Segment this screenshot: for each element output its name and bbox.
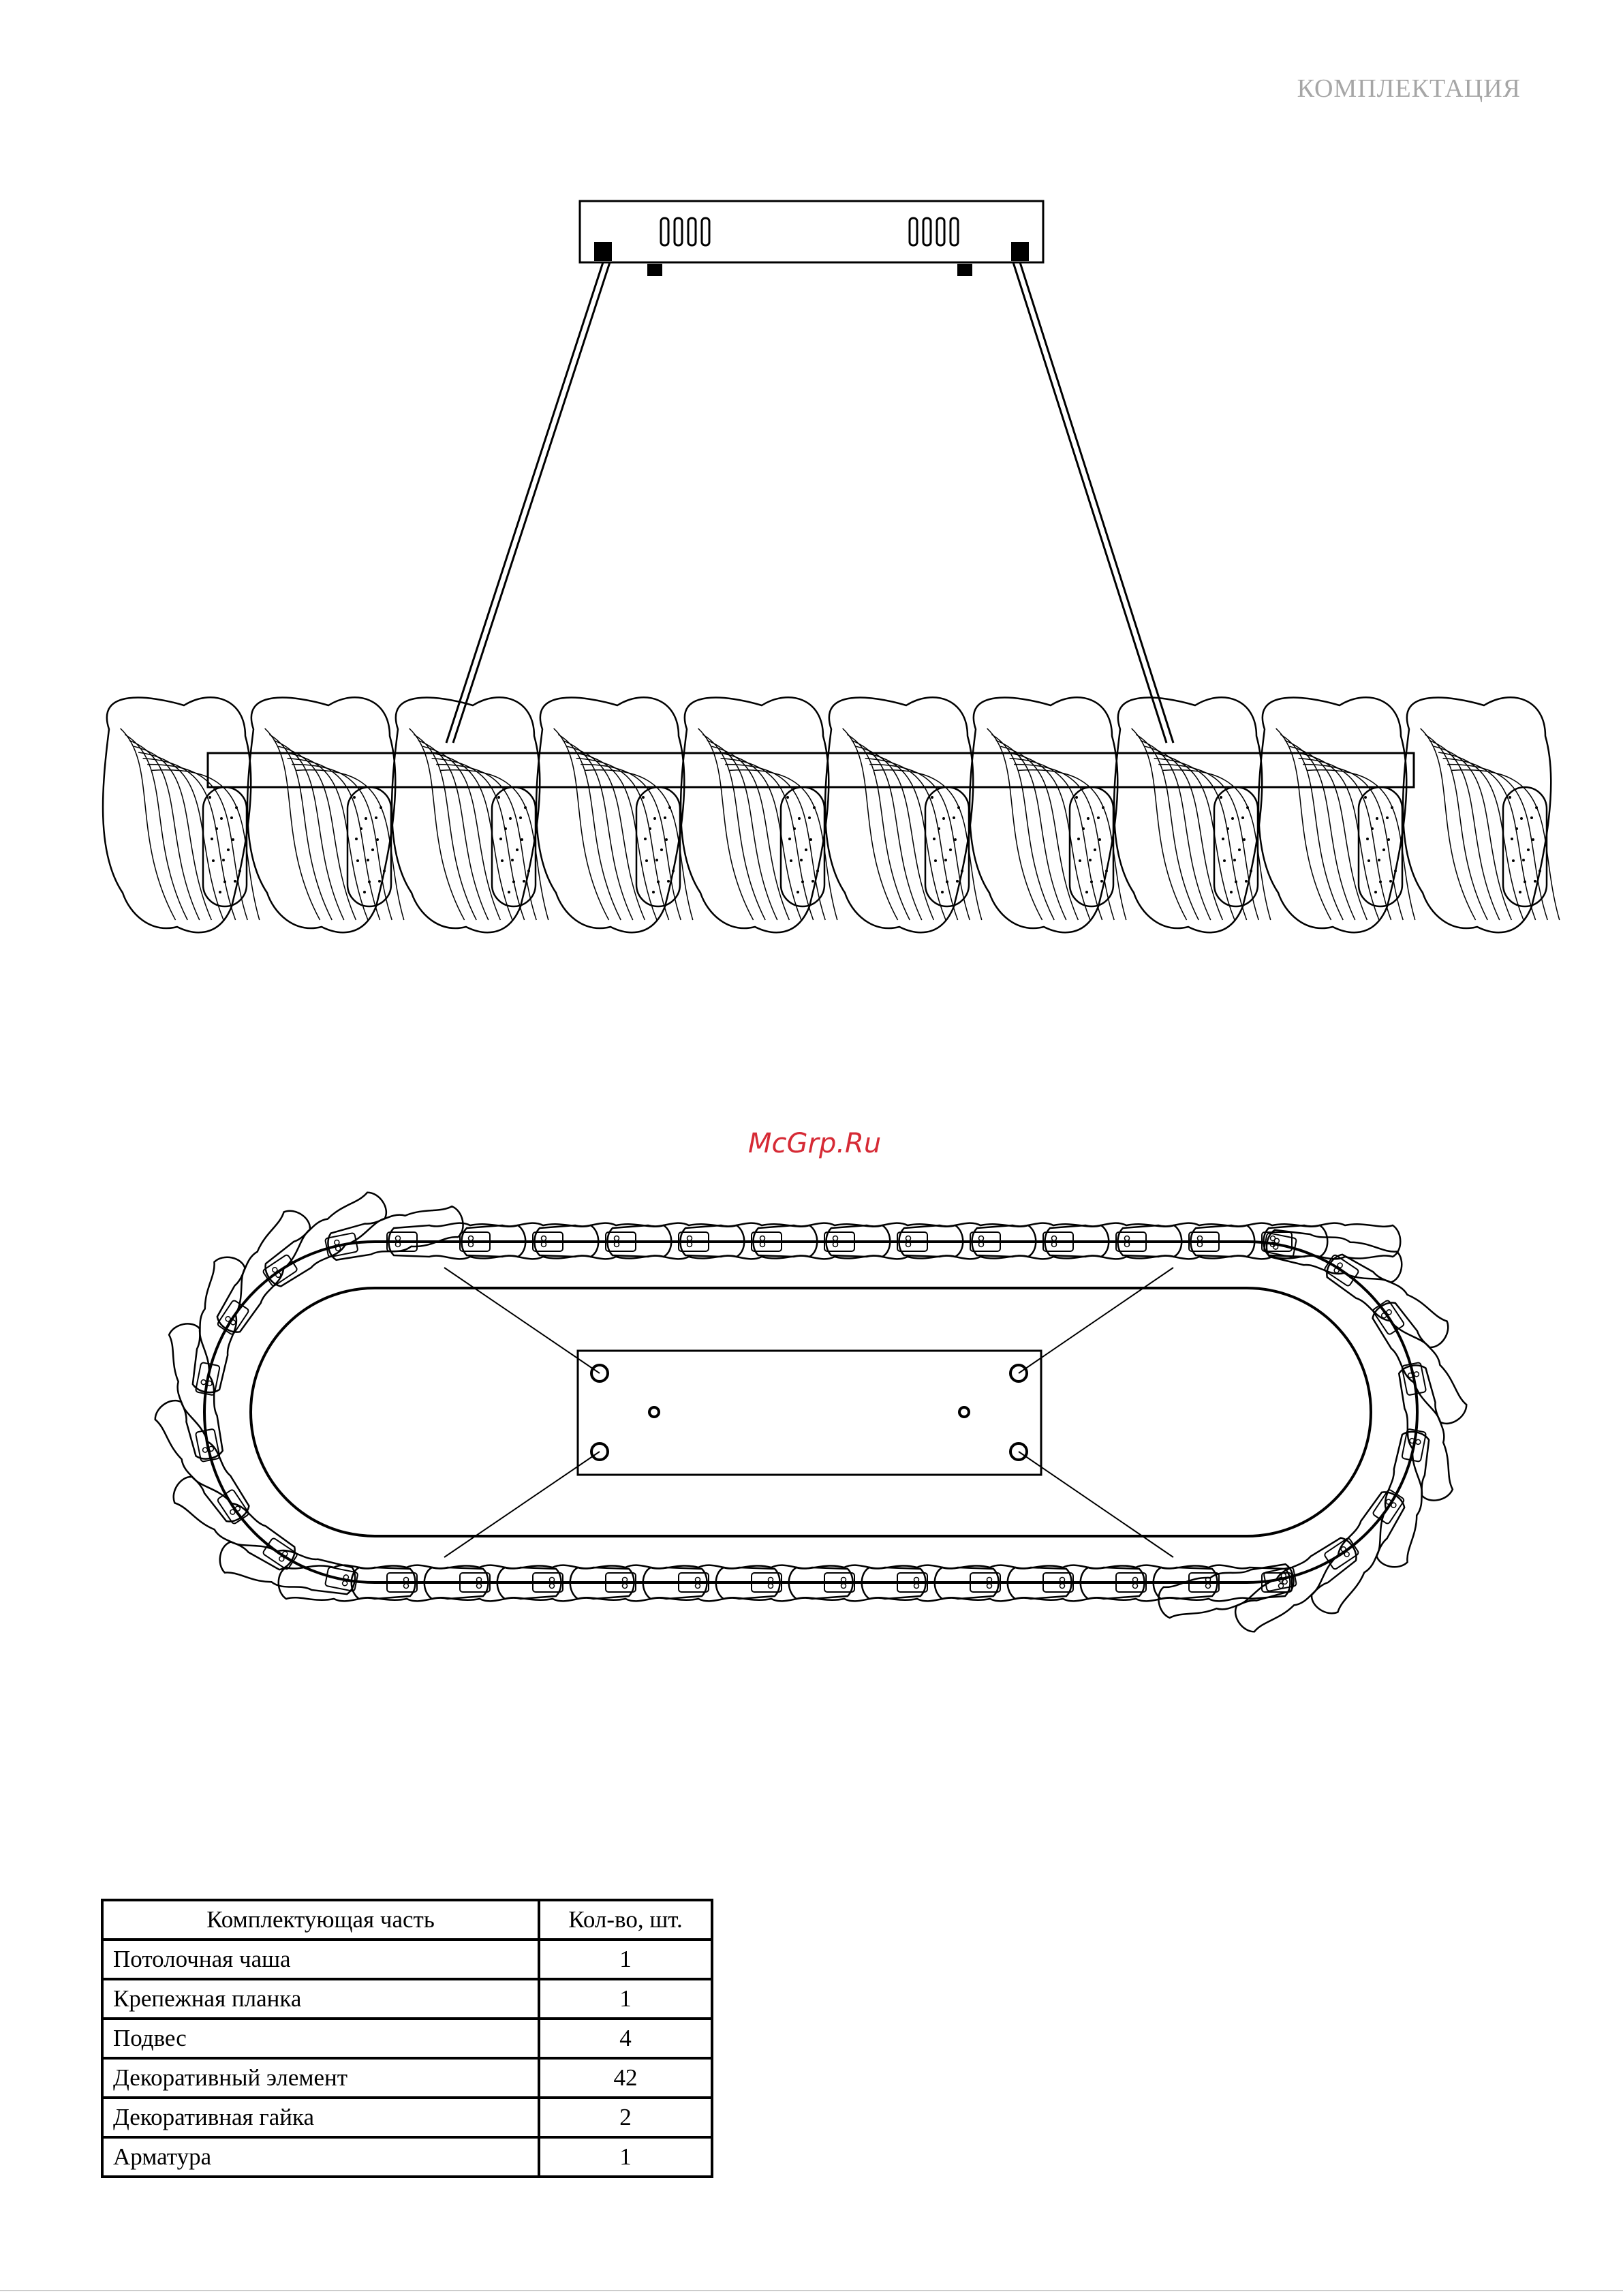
decorative-element <box>970 697 1126 932</box>
column-header-part: Комплектующая часть <box>102 1900 539 1940</box>
suspension-cable-right <box>1020 262 1173 743</box>
inner-ring <box>251 1288 1371 1536</box>
decorative-elements-row <box>103 697 1560 932</box>
chandelier-side-view <box>0 170 1623 1009</box>
decorative-element <box>536 697 693 932</box>
decorative-element <box>1262 1223 1400 1259</box>
part-qty: 42 <box>539 2058 712 2098</box>
decorative-element <box>167 1471 302 1578</box>
outer-ring <box>204 1242 1417 1582</box>
decorative-element <box>1114 697 1271 932</box>
decorative-element <box>103 697 260 932</box>
decorative-element <box>247 697 404 932</box>
canopy-fasteners <box>594 242 1029 276</box>
table-row: Потолочная чаша 1 <box>102 1940 712 1979</box>
part-qty: 1 <box>539 1979 712 2019</box>
decorative-element <box>681 697 837 932</box>
decorative-elements-plan <box>149 1187 1473 1638</box>
decorative-element <box>1366 1295 1473 1430</box>
part-name: Подвес <box>102 2019 539 2058</box>
decorative-element <box>1258 697 1415 932</box>
part-qty: 1 <box>539 2137 712 2177</box>
part-name: Крепежная планка <box>102 1979 539 2019</box>
frame-bar <box>208 753 1414 787</box>
table-row: Декоративная гайка 2 <box>102 2098 712 2137</box>
parts-table: Комплектующая часть Кол-во, шт. Потолочн… <box>101 1899 713 2178</box>
part-qty: 2 <box>539 2098 712 2137</box>
decorative-element <box>1305 1485 1412 1620</box>
part-qty: 1 <box>539 1940 712 1979</box>
table-row: Арматура 1 <box>102 2137 712 2177</box>
column-header-qty: Кол-во, шт. <box>539 1900 712 1940</box>
table-row: Декоративный элемент 42 <box>102 2058 712 2098</box>
page-bottom-rule <box>0 2290 1623 2291</box>
table-header-row: Комплектующая часть Кол-во, шт. <box>102 1900 712 1940</box>
chandelier-top-view <box>0 1104 1623 1704</box>
part-name: Декоративная гайка <box>102 2098 539 2137</box>
decorative-element <box>1229 1531 1364 1638</box>
table-row: Подвес 4 <box>102 2019 712 2058</box>
decorative-element <box>149 1394 256 1529</box>
decorative-element <box>1320 1246 1455 1353</box>
watermark-text: McGrp.Ru <box>748 1128 881 1159</box>
mounting-plate <box>578 1351 1041 1475</box>
part-name: Декоративный элемент <box>102 2058 539 2098</box>
decorative-element <box>209 1204 316 1339</box>
part-name: Арматура <box>102 2137 539 2177</box>
page-title: КОМПЛЕКТАЦИЯ <box>1297 74 1521 104</box>
table-row: Крепежная планка 1 <box>102 1979 712 2019</box>
decorative-element <box>825 697 982 932</box>
canopy-slots <box>661 218 958 245</box>
decorative-element <box>392 697 548 932</box>
decorative-element <box>258 1187 392 1294</box>
ceiling-canopy <box>580 201 1043 262</box>
part-qty: 4 <box>539 2019 712 2058</box>
suspension-cable-left <box>446 262 603 743</box>
part-name: Потолочная чаша <box>102 1940 539 1979</box>
decorative-element <box>1403 697 1560 932</box>
